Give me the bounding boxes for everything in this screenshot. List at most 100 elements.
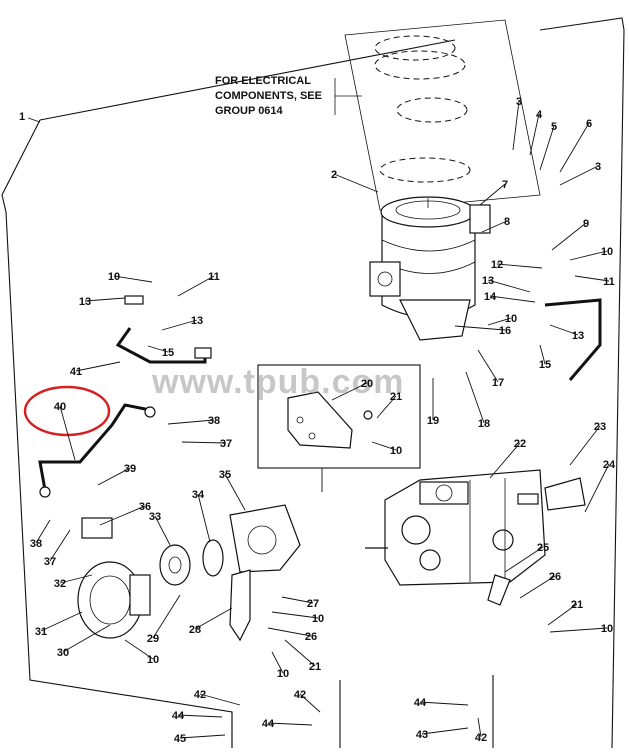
callout-label-2: 2 — [331, 169, 337, 181]
electrical-components-region — [344, 19, 541, 211]
callout-label-42: 42 — [194, 689, 206, 701]
callout-label-37: 37 — [44, 556, 56, 568]
callout-leader-27 — [281, 596, 314, 604]
callout-leader-10 — [371, 441, 397, 451]
callout-leader-20 — [331, 382, 368, 401]
callout-label-15: 15 — [162, 347, 174, 359]
callout-leader-10 — [271, 651, 284, 674]
callout-label-19: 19 — [427, 415, 439, 427]
callout-leader-44 — [419, 701, 469, 706]
callout-leader-16 — [454, 325, 506, 331]
callout-leader-22 — [489, 442, 521, 479]
callout-label-4: 4 — [536, 109, 543, 121]
callout-leader-38 — [35, 519, 51, 544]
callout-label-10: 10 — [312, 613, 324, 625]
callout-leader-42 — [477, 717, 482, 738]
callout-leader-11 — [574, 275, 610, 282]
callout-leader-5 — [539, 125, 555, 171]
callout-leader-4 — [529, 113, 540, 156]
callout-label-10: 10 — [601, 246, 613, 258]
callout-label-33: 33 — [149, 511, 161, 523]
callout-leader-18 — [465, 371, 485, 424]
callout-label-45: 45 — [174, 733, 186, 745]
callout-leader-42 — [299, 693, 321, 713]
electrical-ring-4 — [379, 157, 471, 183]
callout-leader-26 — [519, 575, 556, 599]
callout-leader-34 — [197, 493, 211, 543]
tube-40-nut-upper — [144, 406, 156, 418]
callout-leader-40 — [59, 405, 76, 461]
callout-leader-10 — [124, 639, 154, 660]
callout-leader-9 — [551, 222, 587, 251]
callout-label-10: 10 — [505, 313, 517, 325]
coupling-33 — [159, 544, 191, 586]
callout-label-9: 9 — [583, 218, 589, 230]
fitting-41-end — [194, 347, 212, 359]
callout-label-17: 17 — [492, 377, 504, 389]
callout-leader-13 — [161, 319, 198, 331]
callout-label-10: 10 — [108, 271, 120, 283]
callout-label-11: 11 — [208, 271, 220, 283]
callout-leader-10 — [113, 275, 153, 283]
callout-leader-13 — [487, 279, 531, 293]
callout-label-44: 44 — [414, 697, 427, 709]
electrical-ring-3 — [396, 97, 468, 123]
callout-leader-33 — [154, 515, 171, 546]
callout-leader-13 — [84, 297, 126, 302]
callout-label-44: 44 — [172, 710, 185, 722]
callout-label-15: 15 — [539, 359, 551, 371]
callout-leader-42 — [199, 693, 241, 706]
callout-label-32: 32 — [54, 578, 66, 590]
callout-label-1: 1 — [19, 111, 25, 123]
callout-label-36: 36 — [139, 501, 151, 513]
callout-label-6: 6 — [586, 118, 592, 130]
callout-leader-12 — [496, 263, 543, 269]
callout-leader-14 — [489, 295, 536, 303]
callout-leader-10 — [549, 627, 608, 633]
callout-label-38: 38 — [208, 415, 220, 427]
note-line-3: GROUP 0614 — [215, 105, 284, 117]
callout-label-29: 29 — [147, 633, 159, 645]
callout-label-25: 25 — [537, 542, 549, 554]
callout-label-42: 42 — [294, 689, 306, 701]
callout-label-37: 37 — [220, 438, 232, 450]
gasket-34 — [202, 539, 224, 577]
callout-leader-35 — [224, 473, 246, 511]
adapter-35 — [229, 504, 301, 573]
callout-label-26: 26 — [305, 631, 317, 643]
electrical-ring-2 — [374, 50, 466, 80]
callout-leader-45 — [179, 734, 226, 739]
callout-leader-23 — [569, 425, 601, 466]
callout-leader-7 — [479, 183, 506, 206]
callout-leader-31 — [40, 611, 83, 632]
callout-label-31: 31 — [35, 626, 47, 638]
callout-label-7: 7 — [502, 179, 508, 191]
callout-label-16: 16 — [499, 325, 511, 337]
callout-leader-17 — [477, 349, 499, 383]
callout-leader-39 — [97, 467, 131, 486]
callout-leader-37 — [181, 441, 227, 444]
bracket-inset-box — [257, 364, 421, 469]
highlight-circle — [23, 385, 111, 437]
pump-31 — [77, 517, 151, 639]
note-line-2: COMPONENTS, SEE — [215, 90, 322, 102]
fitting-13-left — [124, 295, 144, 305]
callout-label-10: 10 — [390, 445, 402, 457]
flange-23 — [544, 477, 586, 511]
callout-leader-15 — [539, 344, 546, 365]
watermark-text: www.tpub.com — [151, 363, 405, 401]
callout-label-3: 3 — [595, 161, 601, 173]
callout-leader-44 — [267, 722, 313, 726]
tube-15-right — [544, 298, 602, 381]
link-25 — [487, 574, 511, 606]
motor-housing — [369, 196, 491, 341]
callout-label-8: 8 — [504, 216, 510, 228]
hydraulic-pump — [365, 469, 546, 586]
callout-label-42: 42 — [475, 732, 487, 744]
callout-label-21: 21 — [309, 661, 321, 673]
callout-label-13: 13 — [482, 275, 494, 287]
callout-label-44: 44 — [262, 718, 275, 730]
callout-leader-38 — [167, 419, 215, 425]
callout-leader-28 — [194, 607, 233, 630]
